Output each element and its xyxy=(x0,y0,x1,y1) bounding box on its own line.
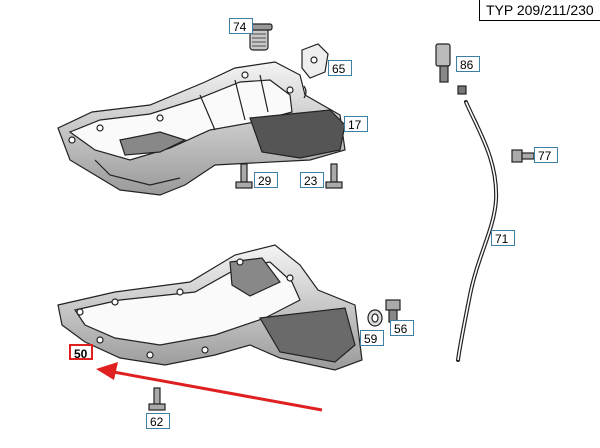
callout-71[interactable]: 71 xyxy=(491,230,515,246)
callout-29[interactable]: 29 xyxy=(254,172,278,188)
drain-plug-part xyxy=(385,299,401,323)
dipstick-tube-inner xyxy=(457,101,497,361)
callout-56[interactable]: 56 xyxy=(390,320,414,336)
bracket-part xyxy=(301,43,329,99)
callout-62[interactable]: 62 xyxy=(146,413,170,429)
bolt-62-part xyxy=(148,387,166,411)
callout-50-selected[interactable]: 50 xyxy=(69,344,93,361)
callout-23[interactable]: 23 xyxy=(300,172,324,188)
callout-86[interactable]: 86 xyxy=(456,56,480,72)
bolt-29-part xyxy=(235,163,253,189)
callout-74[interactable]: 74 xyxy=(229,18,253,34)
lower-oil-pan xyxy=(57,244,363,371)
callout-77[interactable]: 77 xyxy=(534,147,558,163)
seal-ring-part xyxy=(367,309,383,327)
bolt-77-part xyxy=(511,149,535,163)
bolt-23-part xyxy=(325,163,343,189)
oil-sensor-part xyxy=(435,43,467,95)
upper-oil-pan xyxy=(57,61,346,196)
arrow-pointer-icon xyxy=(96,362,323,412)
callout-65[interactable]: 65 xyxy=(328,60,352,76)
model-label: TYP 209/211/230 xyxy=(479,0,600,21)
callout-59[interactable]: 59 xyxy=(360,330,384,346)
callout-17[interactable]: 17 xyxy=(344,116,368,132)
